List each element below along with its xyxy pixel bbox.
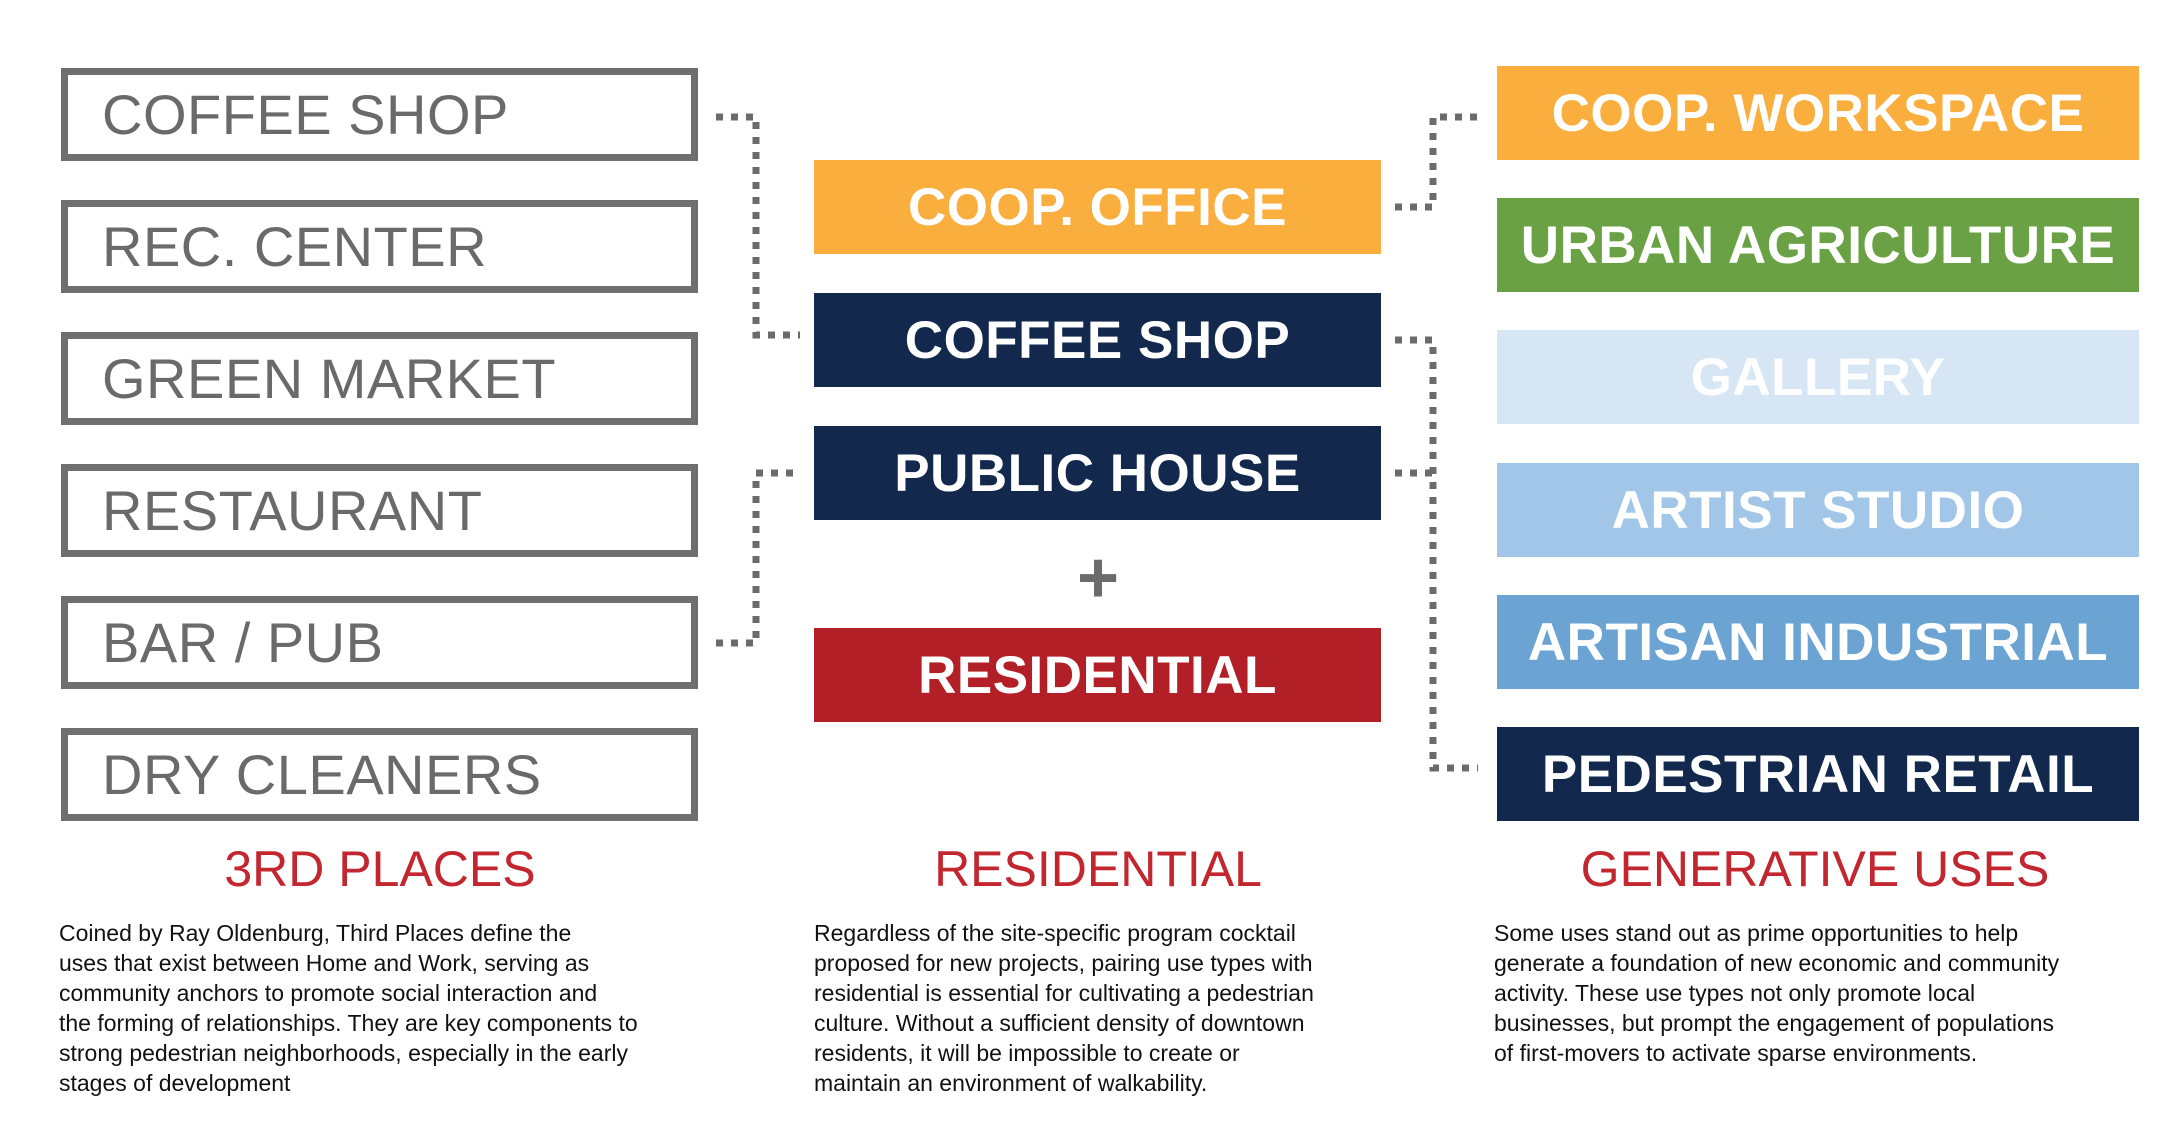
heading-3rd-places: 3RD PLACES [224,841,536,897]
connector-bar-pub [716,469,800,647]
generative-pedestrian-retail: PEDESTRIAN RETAIL [1497,727,2139,821]
third-place-bar-pub: BAR / PUB [61,596,698,689]
connector-coop-office [1395,113,1478,211]
generative-urban-agriculture: URBAN AGRICULTURE [1497,198,2139,292]
residential-public-house: PUBLIC HOUSE [814,426,1381,520]
residential-coop-office: COOP. OFFICE [814,160,1381,254]
third-place-coffee-shop: COFFEE SHOP [61,68,698,161]
generative-artist-studio: ARTIST STUDIO [1497,463,2139,557]
third-place-restaurant: RESTAURANT [61,464,698,557]
generative-artisan-industrial: ARTISAN INDUSTRIAL [1497,595,2139,689]
third-place-dry-cleaners: DRY CLEANERS [61,728,698,821]
connector-coffee-public-retail [1395,336,1478,772]
heading-residential: RESIDENTIAL [934,841,1262,897]
description-residential: Regardless of the site-specific program … [814,920,1314,1096]
heading-generative-uses: GENERATIVE USES [1580,841,2050,897]
third-place-green-market: GREEN MARKET [61,332,698,425]
connector-coffee-shop [716,113,800,339]
description-generative-uses: Some uses stand out as prime opportuniti… [1494,920,2060,1066]
residential-coffee-shop: COFFEE SHOP [814,293,1381,387]
third-place-rec-center: REC. CENTER [61,200,698,293]
description-3rd-places: Coined by Ray Oldenburg, Third Places de… [59,920,638,1096]
generative-coop-workspace: COOP. WORKSPACE [1497,66,2139,160]
generative-gallery: GALLERY [1497,330,2139,424]
plus-sign: + [1076,538,1120,618]
residential-residential: RESIDENTIAL [814,628,1381,722]
